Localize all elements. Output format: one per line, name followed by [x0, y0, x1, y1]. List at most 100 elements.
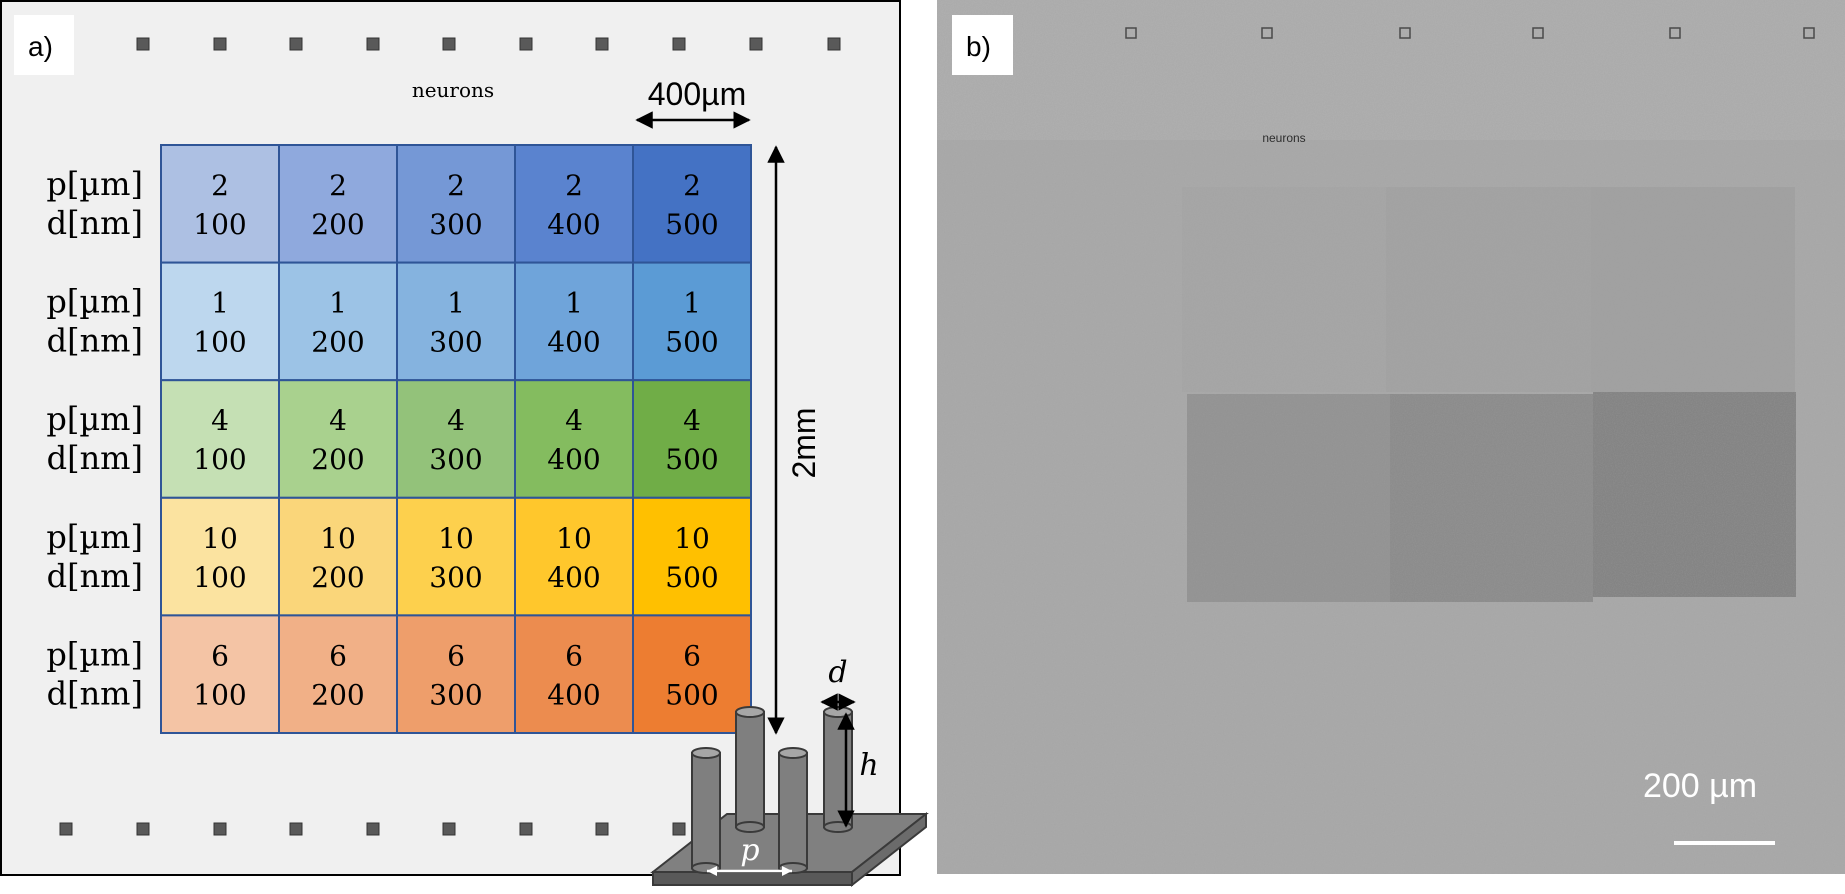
substrate-front	[652, 871, 853, 886]
grid-cell	[396, 496, 516, 617]
micrograph-marker	[1669, 27, 1681, 39]
parameter-grid: 2100220023002400250011001200130014001500…	[160, 144, 752, 735]
scale-bar	[1674, 841, 1775, 845]
grid-cell	[160, 614, 280, 735]
micrograph-marker	[1532, 27, 1544, 39]
micrograph-marker	[1125, 27, 1137, 39]
alignment-marker	[136, 822, 150, 836]
cell-pitch-value: 4	[447, 404, 465, 437]
grid-cell	[278, 261, 398, 382]
cell-diameter-value: 200	[311, 561, 364, 594]
cell-diameter-value: 500	[665, 208, 718, 241]
grid-cell	[514, 379, 634, 499]
pillar	[823, 706, 853, 833]
grid-cell	[396, 144, 516, 264]
pillar-schematic: d h p	[650, 655, 929, 888]
alignment-marker	[366, 822, 380, 836]
grid-cell	[396, 614, 516, 735]
micrograph-markers	[1125, 27, 1815, 39]
cell-pitch-value: 4	[683, 404, 701, 437]
panel-a-label-box	[14, 15, 74, 75]
alignment-marker	[442, 822, 456, 836]
grid-cell	[160, 261, 280, 382]
grid-cell	[632, 496, 752, 617]
alignment-marker	[595, 822, 609, 836]
cell-pitch-value: 10	[438, 522, 474, 555]
grid-cell	[514, 144, 634, 264]
pillar	[691, 747, 721, 874]
panel-b: neurons b) 200 µm	[937, 0, 1845, 874]
grid-cell	[278, 496, 398, 617]
alignment-marker	[749, 37, 763, 51]
row-label-pitch: p[µm]	[46, 283, 143, 321]
cell-diameter-value: 500	[665, 443, 718, 476]
cell-diameter-value: 400	[547, 208, 600, 241]
cell-pitch-value: 10	[202, 522, 238, 555]
panel-b-label: b)	[966, 31, 991, 62]
row-label-diameter: d[nm]	[47, 557, 143, 595]
height-label: h	[859, 748, 878, 783]
grid-cell	[396, 379, 516, 499]
cell-pitch-value: 10	[320, 522, 356, 555]
cell-pitch-value: 6	[447, 639, 465, 672]
grid-cell	[396, 261, 516, 382]
alignment-markers	[59, 37, 841, 836]
cell-diameter-value: 100	[193, 561, 246, 594]
grid-cell	[632, 614, 752, 735]
alignment-marker	[672, 822, 686, 836]
cell-diameter-value: 300	[429, 561, 482, 594]
grid-cell	[514, 496, 634, 617]
cell-diameter-value: 400	[547, 678, 600, 711]
neurons-label: neurons	[412, 78, 494, 102]
alignment-marker	[672, 37, 686, 51]
substrate-side	[851, 811, 927, 888]
diameter-label: d	[828, 655, 847, 690]
cell-diameter-value: 500	[665, 561, 718, 594]
cell-pitch-value: 4	[565, 404, 583, 437]
cell-pitch-value: 10	[556, 522, 592, 555]
grid-cell	[632, 379, 752, 499]
alignment-marker	[289, 822, 303, 836]
alignment-marker	[366, 37, 380, 51]
alignment-marker	[289, 37, 303, 51]
cell-diameter-value: 300	[429, 326, 482, 359]
panel-a-label: a)	[28, 31, 53, 62]
row-label-pitch: p[µm]	[46, 165, 143, 203]
alignment-marker	[213, 822, 227, 836]
row-label-pitch: p[µm]	[46, 518, 143, 556]
cell-pitch-value: 6	[565, 639, 583, 672]
row-label-diameter: d[nm]	[47, 322, 143, 360]
row-label-diameter: d[nm]	[47, 204, 143, 242]
alignment-marker	[442, 37, 456, 51]
micrograph-marker	[1803, 27, 1815, 39]
micrograph-grain	[937, 0, 1845, 874]
panel-a: a) neurons 400µm 2mm 2100220023002400250…	[0, 0, 929, 888]
cell-diameter-value: 100	[193, 678, 246, 711]
row-labels: p[µm]d[nm]p[µm]d[nm]p[µm]d[nm]p[µm]d[nm]…	[46, 165, 143, 712]
cell-pitch-value: 6	[211, 639, 229, 672]
cell-diameter-value: 400	[547, 326, 600, 359]
cell-diameter-value: 500	[665, 678, 718, 711]
cell-diameter-value: 300	[429, 208, 482, 241]
alignment-marker	[213, 37, 227, 51]
panel-b-label-box	[952, 15, 1013, 75]
cell-diameter-value: 100	[193, 443, 246, 476]
cell-pitch-value: 1	[447, 287, 465, 320]
cell-pitch-value: 6	[329, 639, 347, 672]
cell-diameter-value: 200	[311, 326, 364, 359]
row-label-diameter: d[nm]	[47, 439, 143, 477]
cell-diameter-value: 200	[311, 678, 364, 711]
cell-pitch-value: 2	[683, 169, 701, 202]
scale-bar-label: 200 µm	[1643, 767, 1757, 805]
cell-pitch-value: 10	[674, 522, 710, 555]
alignment-marker	[595, 37, 609, 51]
cell-pitch-value: 2	[565, 169, 583, 202]
row-label-diameter: d[nm]	[47, 674, 143, 712]
cell-diameter-value: 500	[665, 326, 718, 359]
cell-diameter-value: 400	[547, 443, 600, 476]
alignment-marker	[827, 37, 841, 51]
grid-cell	[278, 614, 398, 735]
pillar	[778, 747, 808, 874]
cell-pitch-value: 4	[329, 404, 347, 437]
